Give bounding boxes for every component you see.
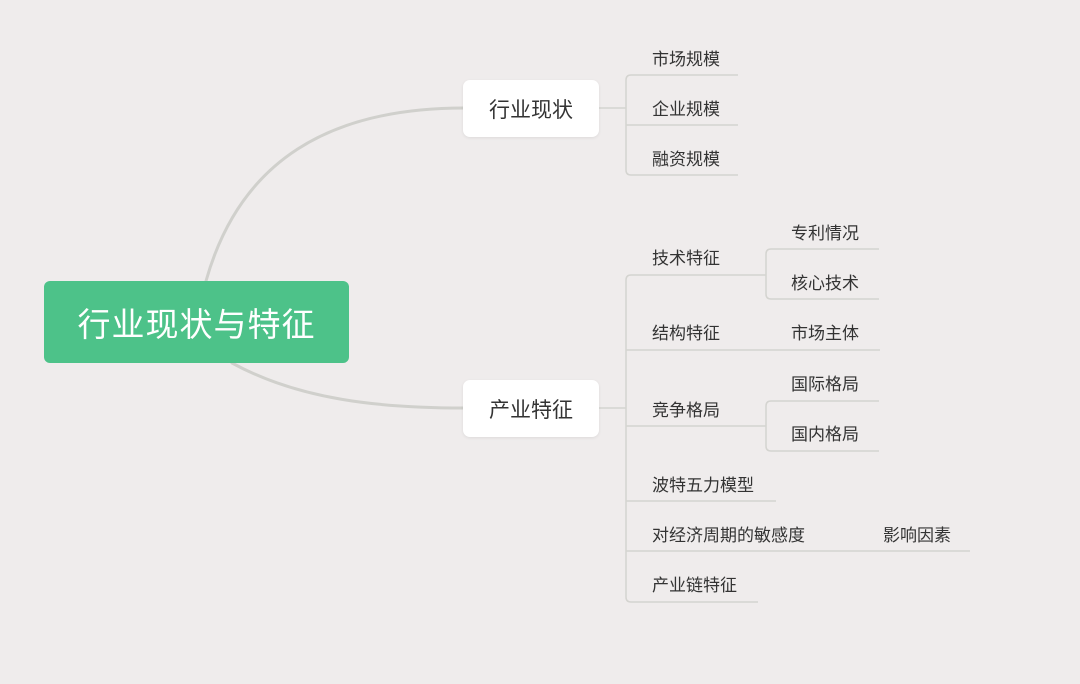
leaf-market-size[interactable]: 市场规模	[652, 50, 720, 70]
leaf-market-players[interactable]: 市场主体	[791, 324, 859, 344]
leaf-international[interactable]: 国际格局	[791, 375, 859, 395]
branch-node-industry-features[interactable]: 产业特征	[463, 380, 599, 437]
leaf-cycle-sensitivity[interactable]: 对经济周期的敏感度	[652, 526, 805, 546]
branch-node-industry-status[interactable]: 行业现状	[463, 80, 599, 137]
leaf-enterprise-size[interactable]: 企业规模	[652, 100, 720, 120]
leaf-five-forces[interactable]: 波特五力模型	[652, 476, 754, 496]
root-node[interactable]: 行业现状与特征	[44, 281, 349, 363]
leaf-chain-features[interactable]: 产业链特征	[652, 576, 737, 596]
leaf-structure-features[interactable]: 结构特征	[652, 324, 720, 344]
connector-root-to-features	[230, 361, 466, 410]
leaf-financing-size[interactable]: 融资规模	[652, 150, 720, 170]
leaf-core-tech[interactable]: 核心技术	[791, 274, 859, 294]
leaf-influencing-factors[interactable]: 影响因素	[883, 526, 951, 546]
leaf-tech-features[interactable]: 技术特征	[652, 249, 720, 269]
branch-features-lines	[599, 248, 970, 603]
leaf-competition[interactable]: 竞争格局	[652, 401, 720, 421]
connector-root-to-status	[204, 106, 466, 283]
branch-status-lines	[599, 74, 738, 176]
leaf-patents[interactable]: 专利情况	[791, 224, 859, 244]
leaf-domestic[interactable]: 国内格局	[791, 425, 859, 445]
